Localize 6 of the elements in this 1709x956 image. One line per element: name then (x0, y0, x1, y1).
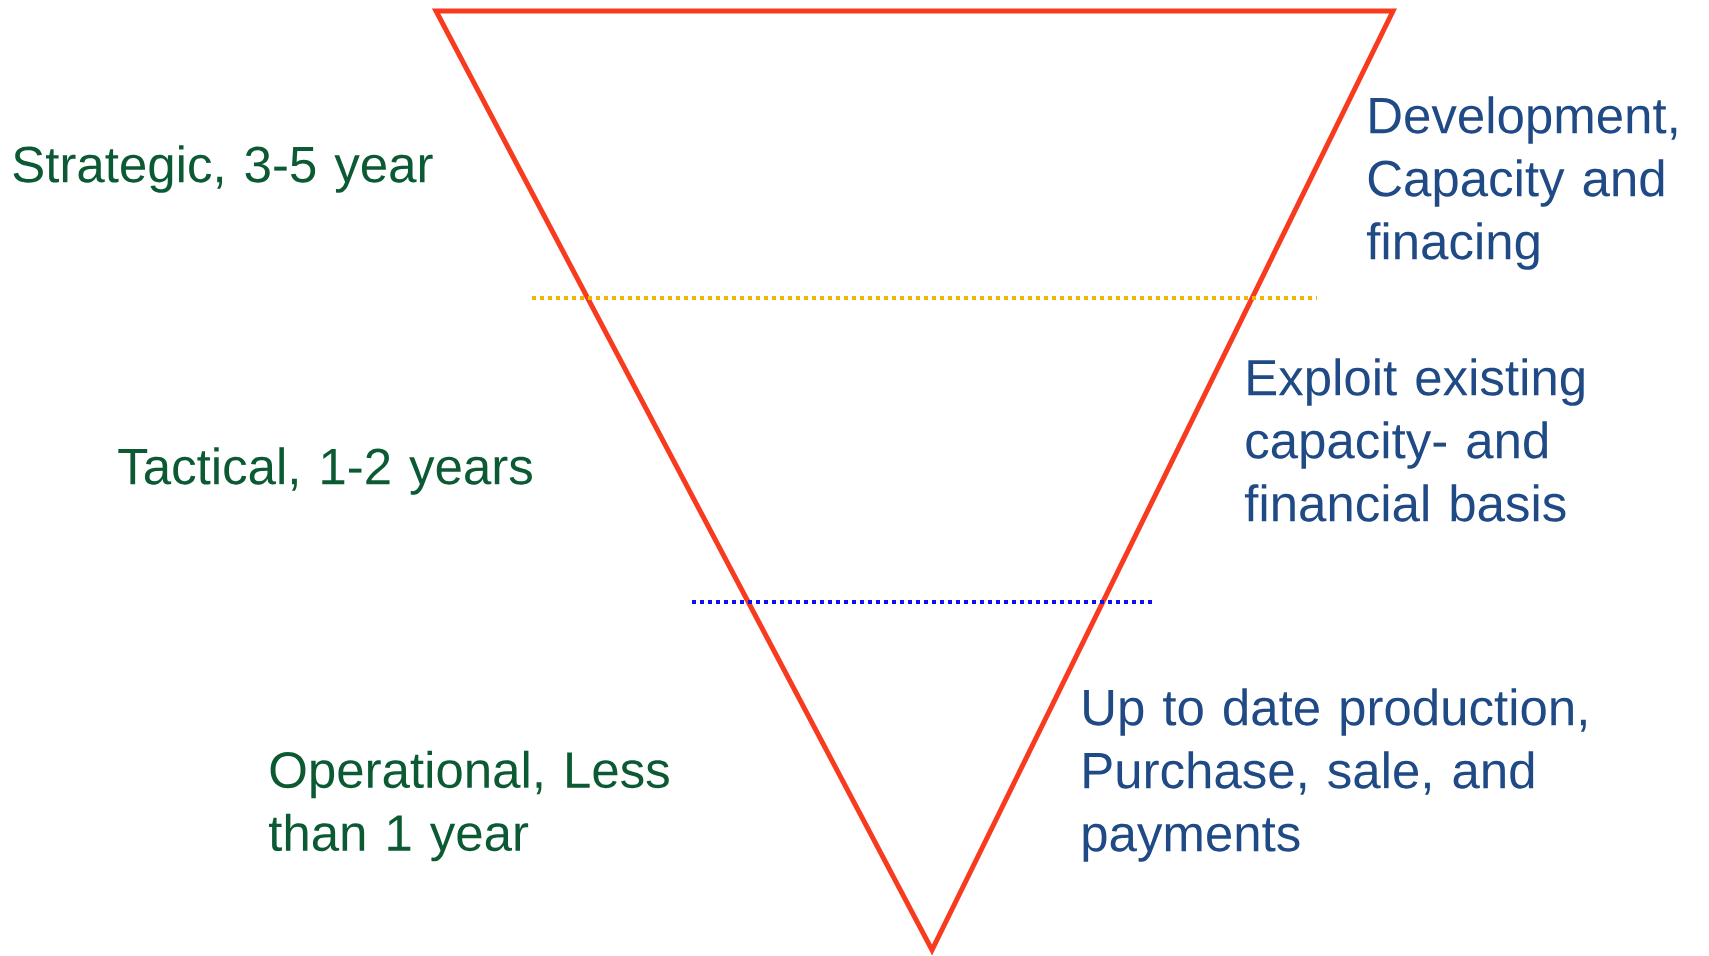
description-label: Exploit existing capacity- and financial basis (1244, 358, 1584, 522)
description-label: Up to date production, Purchase, sale, and payments (1083, 688, 1586, 862)
description-label: Development, Capacity and finacing (1366, 96, 1677, 270)
level-label: Strategic, 3-5 year (13, 145, 433, 193)
level-label: Operational, Less than 1 year (269, 750, 669, 862)
level-label: Tactical, 1-2 years (118, 447, 532, 495)
